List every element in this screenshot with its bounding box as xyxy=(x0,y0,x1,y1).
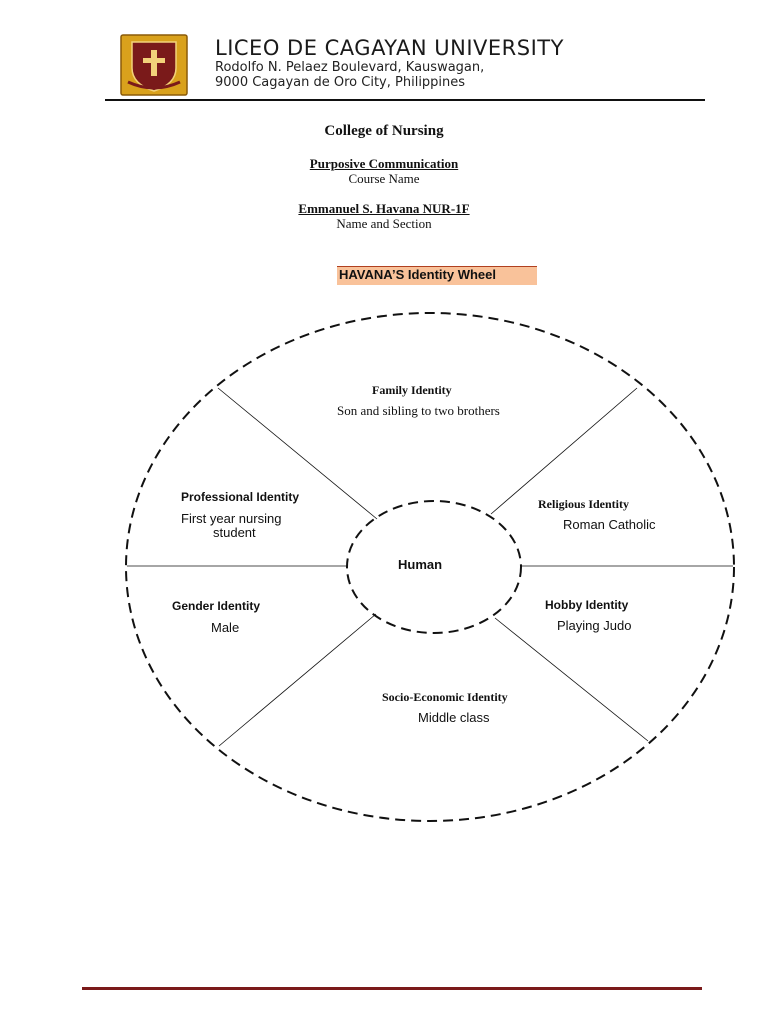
university-address-line2: 9000 Cagayan de Oro City, Philippines xyxy=(215,75,466,90)
center-human-label: Human xyxy=(398,557,443,572)
socio-economic-identity-title: Socio-Economic Identity xyxy=(382,690,508,704)
divider-lower-left xyxy=(218,613,377,747)
wheel-title-highlight xyxy=(337,266,537,285)
header-divider xyxy=(105,99,705,101)
course-label: Course Name xyxy=(348,171,420,186)
footer-divider xyxy=(82,987,702,990)
university-address-line1: Rodolfo N. Pelaez Boulevard, Kauswagan, xyxy=(215,60,485,75)
gender-identity-title: Gender Identity xyxy=(172,599,261,613)
inner-human-circle xyxy=(346,500,522,634)
professional-identity-value-line2: student xyxy=(213,525,256,540)
professional-identity-title: Professional Identity xyxy=(181,490,300,504)
wheel-title: HAVANA’S Identity Wheel xyxy=(339,267,496,282)
student-label: Name and Section xyxy=(336,216,432,231)
outer-wheel-circle xyxy=(125,312,735,822)
divider-upper-right xyxy=(490,387,638,515)
hobby-identity-value: Playing Judo xyxy=(557,618,632,633)
gender-identity-value: Male xyxy=(211,620,240,635)
wheel-title-rule xyxy=(337,266,537,267)
socio-economic-identity-value: Middle class xyxy=(418,710,490,725)
professional-identity-value-line1: First year nursing xyxy=(181,511,282,526)
course-title: Purposive Communication xyxy=(309,156,459,171)
college-name: College of Nursing xyxy=(324,123,444,139)
family-identity-title: Family Identity xyxy=(372,383,452,397)
divider-lower-right xyxy=(494,617,649,742)
divider-upper-left xyxy=(217,387,378,520)
university-name: LICEO DE CAGAYAN UNIVERSITY xyxy=(215,36,564,60)
university-seal-logo xyxy=(120,34,188,96)
religious-identity-value: Roman Catholic xyxy=(563,517,656,532)
religious-identity-title: Religious Identity xyxy=(538,497,630,511)
family-identity-value: Son and sibling to two brothers xyxy=(337,403,500,418)
hobby-identity-title: Hobby Identity xyxy=(545,598,629,612)
student-name: Emmanuel S. Havana NUR-1F xyxy=(298,201,470,216)
